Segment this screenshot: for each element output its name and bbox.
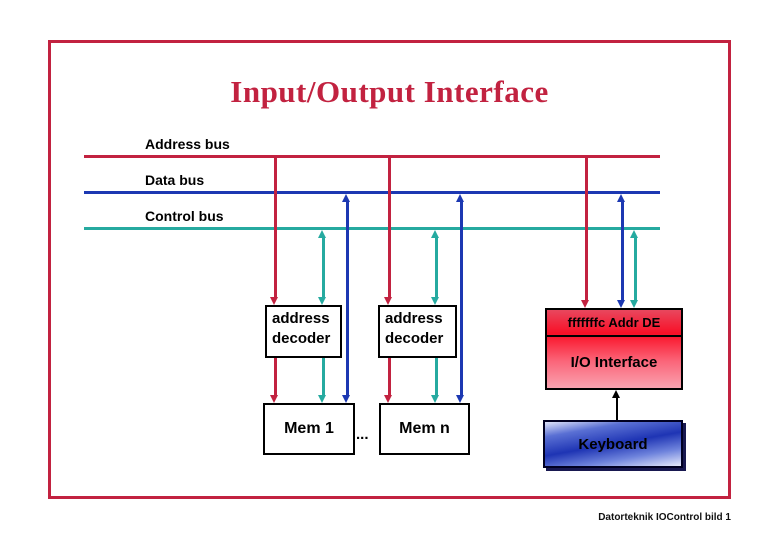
control-connector-2	[435, 238, 438, 297]
up-arrowhead	[612, 390, 620, 398]
data-connector-2	[460, 202, 463, 395]
down-arrowhead	[342, 395, 350, 403]
mem1-box: Mem 1	[263, 403, 355, 455]
ellipsis: ...	[356, 426, 369, 443]
up-arrowhead	[630, 230, 638, 238]
up-arrowhead	[342, 194, 350, 202]
up-arrowhead	[318, 230, 326, 238]
down-arrowhead	[431, 395, 439, 403]
address-connector-3	[585, 158, 588, 300]
decoder2-to-memn-red	[388, 358, 391, 395]
decoder2-to-memn-teal	[435, 358, 438, 395]
data-connector-1	[346, 202, 349, 395]
data-bus-label: Data bus	[145, 172, 205, 188]
memn-box: Mem n	[379, 403, 470, 455]
down-arrowhead	[456, 395, 464, 403]
down-arrowhead	[318, 297, 326, 305]
slide-footer: Datorteknik IOControl bild 1	[598, 512, 731, 523]
down-arrowhead	[617, 300, 625, 308]
data-bus-line	[84, 191, 660, 194]
down-arrowhead	[384, 297, 392, 305]
io-interface-label: I/O Interface	[570, 354, 658, 371]
io-address-header: fffffffc Addr DE	[547, 310, 681, 337]
down-arrowhead	[318, 395, 326, 403]
address-bus-label: Address bus	[145, 136, 230, 152]
down-arrowhead	[630, 300, 638, 308]
keyboard-to-io-line	[616, 398, 618, 420]
control-connector-1	[322, 238, 325, 297]
address-decoder-box-2: address decoder	[378, 305, 457, 358]
address-connector-1	[274, 158, 277, 297]
control-connector-3	[634, 238, 637, 300]
data-connector-3	[621, 202, 624, 300]
control-bus-line	[84, 227, 660, 230]
down-arrowhead	[270, 297, 278, 305]
io-interface-box: fffffffc Addr DE I/O Interface	[545, 308, 683, 390]
keyboard-box: Keyboard	[543, 420, 683, 468]
address-connector-2	[388, 158, 391, 297]
address-decoder-box-1: address decoder	[265, 305, 342, 358]
decoder1-to-mem1-teal	[322, 358, 325, 395]
down-arrowhead	[581, 300, 589, 308]
control-bus-label: Control bus	[145, 208, 224, 224]
page-title: Input/Output Interface	[230, 74, 549, 109]
down-arrowhead	[384, 395, 392, 403]
up-arrowhead	[431, 230, 439, 238]
decoder1-to-mem1-red	[274, 358, 277, 395]
up-arrowhead	[617, 194, 625, 202]
down-arrowhead	[431, 297, 439, 305]
up-arrowhead	[456, 194, 464, 202]
down-arrowhead	[270, 395, 278, 403]
address-bus-line	[84, 155, 660, 158]
